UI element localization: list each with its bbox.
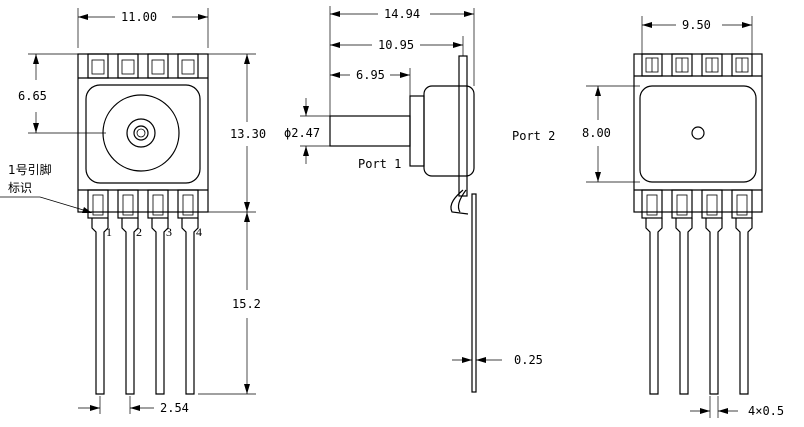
svg-text:标识: 标识 xyxy=(8,181,32,195)
front-top-tabs xyxy=(87,53,199,79)
pin-number-3: 3 xyxy=(166,225,172,239)
port-inner-ring xyxy=(126,118,156,148)
front-bottom-tabs xyxy=(87,189,199,219)
dim-lead-width: 4×0.5 xyxy=(690,396,784,418)
svg-text:6.65: 6.65 xyxy=(18,89,47,103)
back-body xyxy=(633,53,763,213)
svg-text:14.94: 14.94 xyxy=(384,7,420,21)
port2-label: Port 2 xyxy=(512,129,555,143)
dim-back-width: 9.50 xyxy=(641,16,753,54)
back-leads xyxy=(645,218,753,395)
back-window xyxy=(639,85,757,183)
dim-port-center: 6.65 xyxy=(18,53,106,134)
front-view: 1 2 3 4 11.00 6.65 xyxy=(0,8,266,415)
back-top-tabs xyxy=(641,53,753,77)
dim-port-length: 6.95 xyxy=(330,68,411,96)
back-bottom-tabs xyxy=(641,189,753,219)
svg-text:6.95: 6.95 xyxy=(356,68,385,82)
dim-lead-length: 15.2 xyxy=(198,212,261,395)
svg-text:10.95: 10.95 xyxy=(378,38,414,52)
front-port-window xyxy=(85,84,201,184)
dim-total-length: 14.94 xyxy=(329,6,475,116)
svg-text:4×0.5: 4×0.5 xyxy=(748,404,784,418)
dim-back-height: 8.00 xyxy=(582,85,640,183)
dim-body-length: 10.95 xyxy=(330,36,464,56)
port1-tube xyxy=(329,115,411,147)
dim-front-width: 11.00 xyxy=(77,8,209,48)
port-outer-ring xyxy=(102,94,180,172)
back-vent-hole xyxy=(691,126,705,140)
side-lead-plate xyxy=(458,55,468,197)
pin-number-1: 1 xyxy=(106,225,112,239)
svg-text:11.00: 11.00 xyxy=(121,10,157,24)
svg-text:13.30: 13.30 xyxy=(230,127,266,141)
svg-text:0.25: 0.25 xyxy=(514,353,543,367)
svg-text:9.50: 9.50 xyxy=(682,18,711,32)
pin1-marker-callout: 1号引脚 标识 xyxy=(0,162,92,213)
side-lead xyxy=(471,193,477,393)
pin-number-4: 4 xyxy=(196,225,202,239)
dim-port-diameter: ϕ2.47 xyxy=(284,98,330,164)
dim-pitch: 2.54 xyxy=(78,396,189,415)
svg-text:15.2: 15.2 xyxy=(232,297,261,311)
svg-text:8.00: 8.00 xyxy=(582,126,611,140)
dim-lead-thickness: 0.25 xyxy=(452,353,543,367)
dim-front-height: 13.30 xyxy=(208,53,266,213)
back-view: 9.50 8.00 4×0.5 xyxy=(582,16,784,418)
side-body xyxy=(423,85,475,177)
port-hole xyxy=(133,125,149,141)
port1-label: Port 1 xyxy=(358,157,401,171)
front-leads xyxy=(91,218,199,395)
svg-text:2.54: 2.54 xyxy=(160,401,189,415)
svg-text:1号引脚: 1号引脚 xyxy=(8,162,52,177)
side-view: 14.94 10.95 6.95 ϕ2.47 xyxy=(284,6,555,393)
pin-number-2: 2 xyxy=(136,225,142,239)
svg-text:ϕ2.47: ϕ2.47 xyxy=(284,126,320,140)
